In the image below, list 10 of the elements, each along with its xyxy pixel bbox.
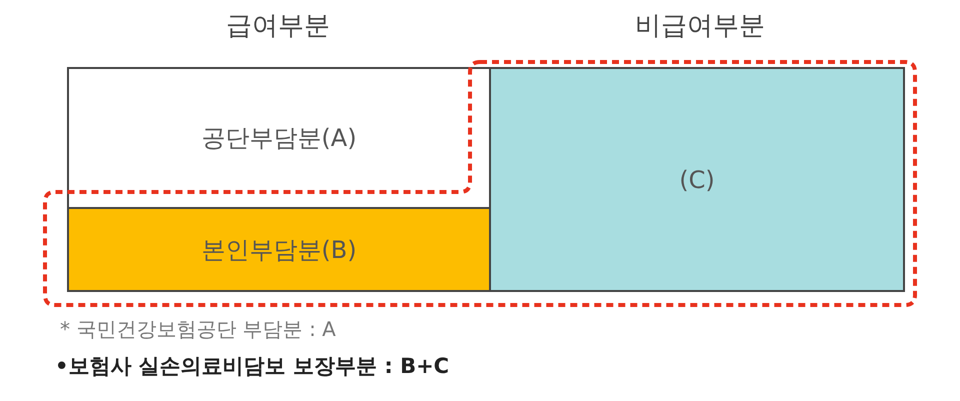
patient-share-box	[67, 207, 491, 292]
box-label: 공단부담분(A)	[201, 123, 357, 154]
footnote: * 국민건강보험공단 부담분 : A	[60, 316, 336, 343]
box-label: 본인부담분(B)	[201, 234, 357, 266]
non-covered-box	[489, 67, 905, 292]
box-label: (C)	[679, 166, 715, 194]
footnote: •보험사 실손의료비담보 보장부분 : B+C	[55, 353, 450, 380]
column-heading: 비급여부분	[635, 10, 765, 43]
payer-share-box	[67, 67, 491, 209]
column-heading: 급여부분	[226, 10, 330, 43]
